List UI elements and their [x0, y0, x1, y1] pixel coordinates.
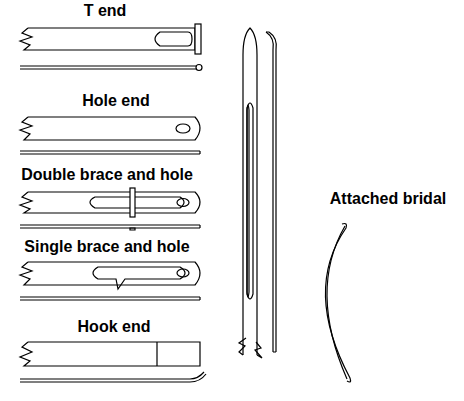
part-label: Attached bridal	[328, 190, 448, 208]
t-end-needle	[20, 24, 202, 71]
part-label: Hook end	[76, 318, 153, 336]
part-label: Single brace and hole	[22, 238, 191, 256]
part-label: Double brace and hole	[19, 166, 195, 184]
hole-end-needle	[20, 117, 200, 154]
part-label: Hole end	[80, 92, 152, 110]
single-brace-needle	[20, 262, 200, 300]
hook-end-needle	[20, 342, 206, 382]
double-brace-needle	[20, 188, 200, 230]
part-label: T end	[82, 2, 129, 20]
